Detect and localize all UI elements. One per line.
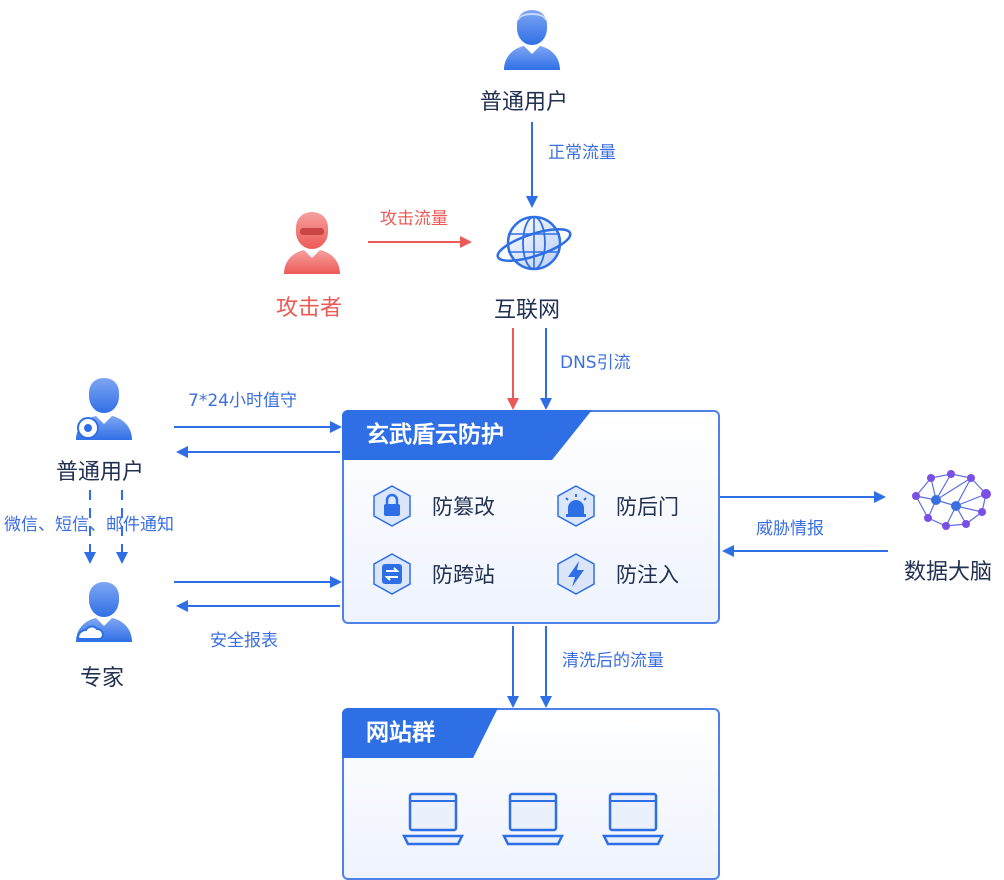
lightning-icon — [554, 552, 598, 596]
protection-title: 玄武盾云防护 — [342, 410, 592, 460]
lock-icon — [370, 484, 414, 528]
feature-anti-backdoor: 防后门 — [554, 484, 679, 528]
internet-label: 互联网 — [494, 292, 560, 324]
website-group-panel: 网站群 — [342, 708, 720, 880]
cleaned-traffic-label: 清洗后的流量 — [562, 646, 664, 671]
feature-anti-xss: 防跨站 — [370, 552, 495, 596]
user-icon — [72, 374, 136, 442]
top-user-label: 普通用户 — [480, 84, 568, 116]
protection-panel: 玄武盾云防护 防篡改 防后门 防跨站 — [342, 410, 720, 624]
user-icon — [500, 6, 564, 72]
feature-anti-tamper: 防篡改 — [370, 484, 495, 528]
left-user-label: 普通用户 — [56, 454, 144, 486]
monitor-label: 7*24小时值守 — [188, 386, 297, 411]
expert-label: 专家 — [80, 660, 124, 692]
laptop-icon — [500, 790, 566, 848]
expert-icon — [72, 578, 136, 644]
globe-icon — [494, 212, 574, 274]
attacker-icon — [280, 208, 344, 276]
website-group-title: 网站群 — [342, 708, 498, 758]
brain-network-icon — [906, 466, 996, 536]
feature-label: 防后门 — [616, 491, 679, 521]
brain-label: 数据大脑 — [904, 554, 992, 586]
dns-label: DNS引流 — [560, 348, 631, 373]
attacker-label: 攻击者 — [276, 290, 342, 322]
feature-label: 防篡改 — [432, 491, 495, 521]
alarm-icon — [554, 484, 598, 528]
normal-traffic-label: 正常流量 — [548, 138, 616, 163]
notify-label: 微信、短信、邮件通知 — [4, 510, 174, 535]
swap-icon — [370, 552, 414, 596]
feature-label: 防注入 — [616, 559, 679, 589]
feature-anti-injection: 防注入 — [554, 552, 679, 596]
report-label: 安全报表 — [210, 626, 278, 651]
laptop-icon — [600, 790, 666, 848]
laptop-icon — [400, 790, 466, 848]
feature-label: 防跨站 — [432, 559, 495, 589]
threat-intel-label: 威胁情报 — [756, 514, 824, 539]
attack-traffic-label: 攻击流量 — [380, 204, 448, 229]
